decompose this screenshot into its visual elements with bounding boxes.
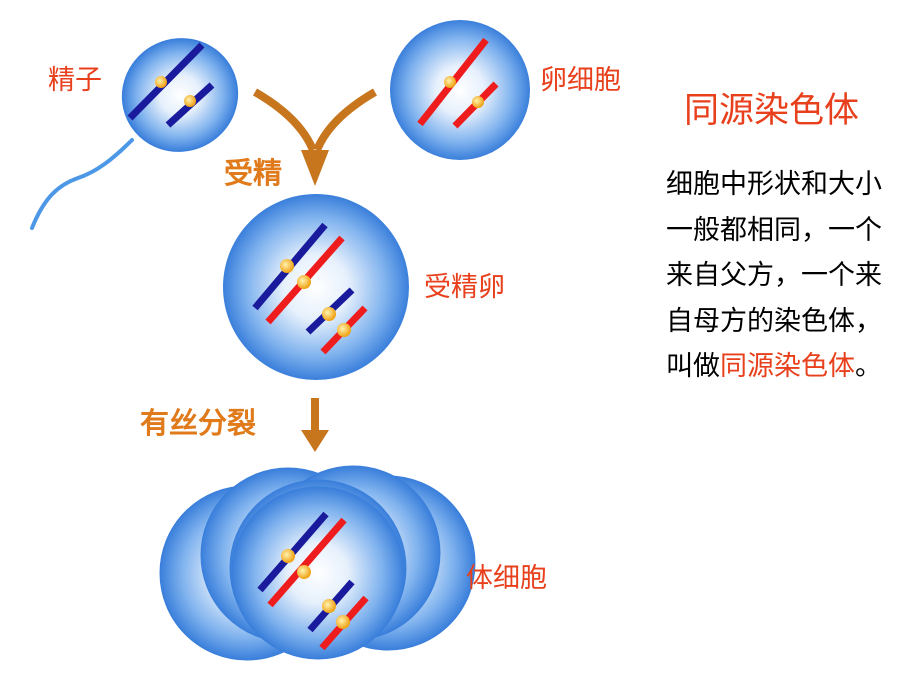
mitosis-label: 有丝分裂 <box>140 406 257 440</box>
zygote-label: 受精卵 <box>424 272 505 303</box>
mitosis-arrow <box>301 398 329 452</box>
definition-highlight: 同源染色体 <box>720 351 855 382</box>
definition-text: 细胞中形状和大小一般都相同，一个来自父方，一个来自母方的染色体，叫做同源染色体。 <box>666 162 906 390</box>
fertilization-arrow <box>252 88 378 186</box>
somatic-cells <box>159 465 476 661</box>
definition-body: 细胞中形状和大小一般都相同，一个来自父方，一个来自母方的染色体，叫做 <box>666 169 882 382</box>
egg-cell <box>390 20 530 160</box>
egg-label: 卵细胞 <box>540 65 621 96</box>
zygote-cell <box>223 194 409 380</box>
definition-end: 。 <box>855 351 882 382</box>
somatic-cell-label: 体细胞 <box>466 563 547 594</box>
sperm-cell <box>121 38 239 152</box>
sperm-label: 精子 <box>48 65 102 96</box>
definition-title: 同源染色体 <box>684 91 860 131</box>
sperm-tail <box>30 138 134 230</box>
fertilization-label: 受精 <box>224 156 283 190</box>
